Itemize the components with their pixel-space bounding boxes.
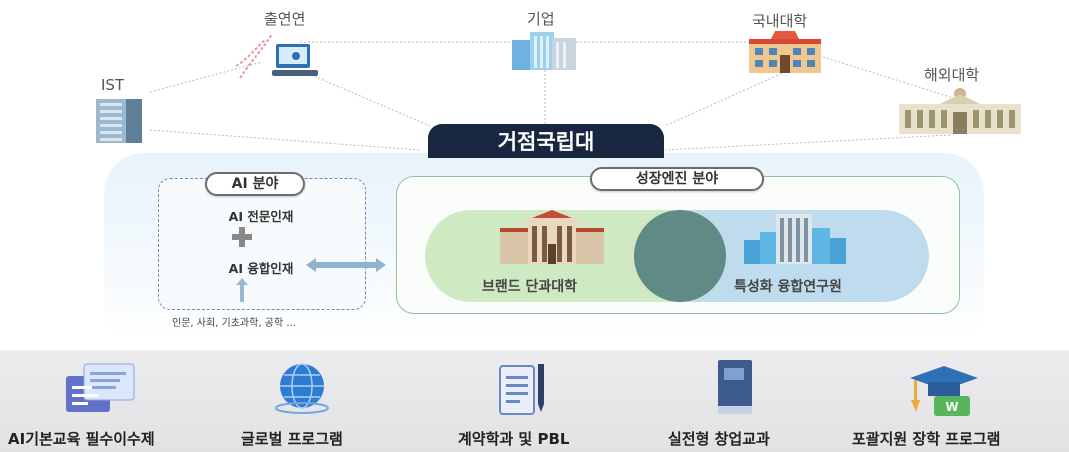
university-building-icon [749, 31, 821, 73]
building-icon [96, 99, 142, 143]
domestic-university-label: 국내대학 [752, 12, 808, 30]
ist-label: IST [101, 76, 125, 94]
program-label: AI기본교육 필수이수제 [8, 430, 155, 448]
ai-fields-note: 인문, 사회, 기초과학, 공학 … [172, 318, 297, 329]
lab-microscope-icon [235, 33, 318, 79]
up-arrow-icon [236, 278, 248, 302]
brand-college-label: 브랜드 단과대학 [482, 279, 578, 295]
research-institute-label: 출연연 [264, 10, 306, 28]
ai-section-title: AI 분야 [205, 172, 305, 196]
venn-diagram [425, 210, 929, 302]
program-label: 실전형 창업교과 [668, 430, 770, 448]
globe-icon [275, 363, 329, 414]
program-label: 포괄지원 장학 프로그램 [852, 430, 1001, 448]
office-tower-icon [512, 32, 576, 70]
book-icon [718, 360, 752, 414]
plus-icon [232, 227, 252, 247]
screen-icon [66, 363, 135, 412]
ai-section-box [158, 178, 366, 310]
svg-text:W: W [945, 400, 958, 414]
company-label: 기업 [527, 10, 555, 28]
growth-engine-title: 성장엔진 분야 [590, 167, 764, 191]
program-label: 글로벌 프로그램 [241, 430, 343, 448]
classical-building-icon [899, 88, 1021, 134]
college-building-icon [500, 210, 604, 264]
graduation-cap-icon: W [910, 366, 978, 416]
double-arrow-icon [306, 258, 386, 272]
ai-specialist-label: AI 전문인재 [228, 209, 294, 224]
foreign-university-label: 해외대학 [924, 66, 980, 84]
hub-title: 거점국립대 [428, 124, 664, 158]
program-label: 계약학과 및 PBL [458, 430, 570, 448]
research-institute-icon [744, 214, 846, 264]
ai-convergence-label: AI 융합인재 [228, 261, 294, 276]
document-icon [499, 364, 544, 415]
specialized-institute-label: 특성화 융합연구원 [734, 279, 842, 295]
